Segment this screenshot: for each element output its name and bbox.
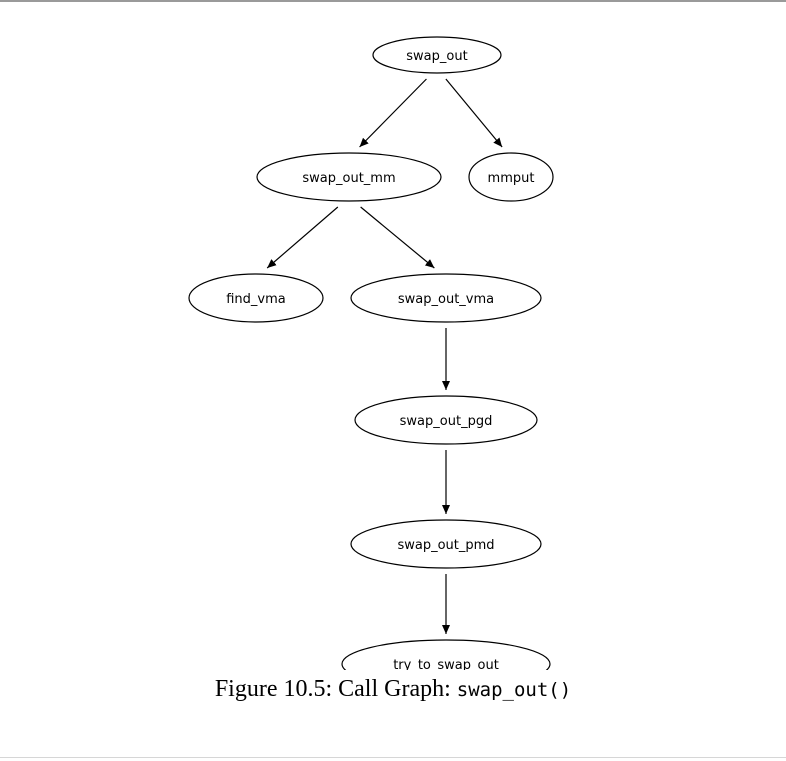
node-find_vma: find_vma xyxy=(188,273,324,323)
node-ellipse-swap_out_pgd xyxy=(354,395,538,445)
node-label-try_to_swap_out: try_to_swap_out xyxy=(393,658,499,670)
figure-caption-function: swap_out() xyxy=(456,679,572,701)
edge-swap_out-to-swap_out_mm xyxy=(359,78,427,148)
node-mmput: mmput xyxy=(468,152,554,202)
node-try_to_swap_out: try_to_swap_out xyxy=(341,639,551,670)
figure-caption-text: Figure 10.5: Call Graph: xyxy=(214,676,457,702)
node-ellipse-try_to_swap_out xyxy=(341,639,551,670)
edge-swap_out_mm-to-swap_out_vma xyxy=(360,206,435,269)
node-swap_out_vma: swap_out_vma xyxy=(350,273,542,323)
node-label-mmput: mmput xyxy=(488,171,535,186)
node-label-swap_out_vma: swap_out_vma xyxy=(398,292,494,307)
node-swap_out: swap_out xyxy=(372,36,502,74)
call-graph-nodes: swap_out swap_out_mm mmput find_vma swap_out… xyxy=(188,36,554,670)
node-label-swap_out: swap_out xyxy=(406,49,467,64)
top-border-rule xyxy=(0,0,786,2)
node-ellipse-swap_out_vma xyxy=(350,273,542,323)
node-label-swap_out_mm: swap_out_mm xyxy=(302,171,395,186)
node-swap_out_pmd: swap_out_pmd xyxy=(350,519,542,569)
node-ellipse-find_vma xyxy=(188,273,324,323)
bottom-border-rule xyxy=(0,757,786,758)
node-label-swap_out_pmd: swap_out_pmd xyxy=(397,538,494,553)
node-ellipse-mmput xyxy=(468,152,554,202)
call-graph: swap_out swap_out_mm mmput find_vma swap_out… xyxy=(188,36,554,670)
node-ellipse-swap_out_mm xyxy=(256,152,442,202)
node-label-find_vma: find_vma xyxy=(226,292,286,307)
node-swap_out_mm: swap_out_mm xyxy=(256,152,442,202)
edge-swap_out-to-mmput xyxy=(445,78,503,148)
figure-caption: Figure 10.5: Call Graph: swap_out() xyxy=(0,676,786,703)
edge-swap_out_mm-to-find_vma xyxy=(266,206,339,269)
node-label-swap_out_pgd: swap_out_pgd xyxy=(400,414,493,429)
node-swap_out_pgd: swap_out_pgd xyxy=(354,395,538,445)
node-ellipse-swap_out xyxy=(372,36,502,74)
node-ellipse-swap_out_pmd xyxy=(350,519,542,569)
call-graph-edges xyxy=(266,78,503,634)
